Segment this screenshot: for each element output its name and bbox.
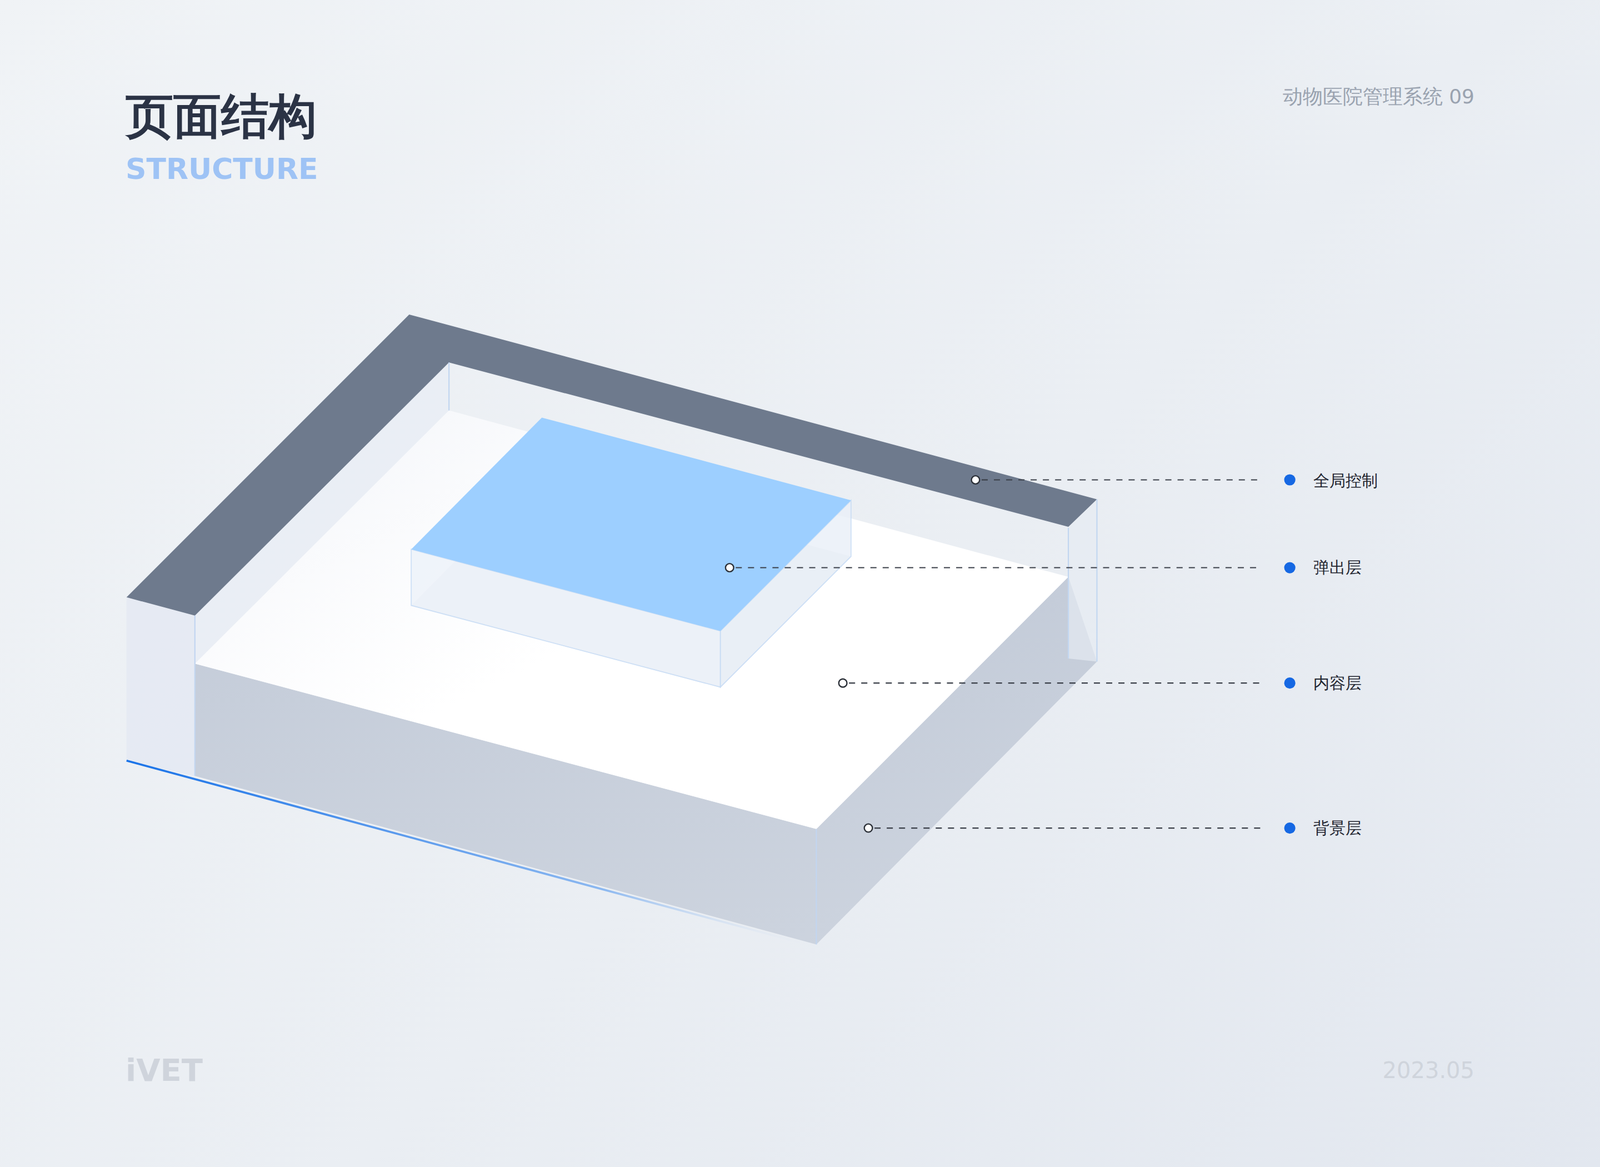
layer-label: 内容层 bbox=[1313, 673, 1362, 693]
date-stamp: 2023.05 bbox=[1382, 1056, 1475, 1084]
layer-label: 弹出层 bbox=[1313, 557, 1362, 578]
layer-label: 背景层 bbox=[1313, 818, 1362, 838]
brand-mark: iVET bbox=[125, 1051, 203, 1089]
page-subtitle: STRUCTURE bbox=[125, 151, 319, 187]
layer-label: 全局控制 bbox=[1313, 471, 1378, 491]
project-tag: 动物医院管理系统 09 bbox=[1282, 84, 1475, 109]
page-title: 页面结构 bbox=[125, 87, 317, 145]
